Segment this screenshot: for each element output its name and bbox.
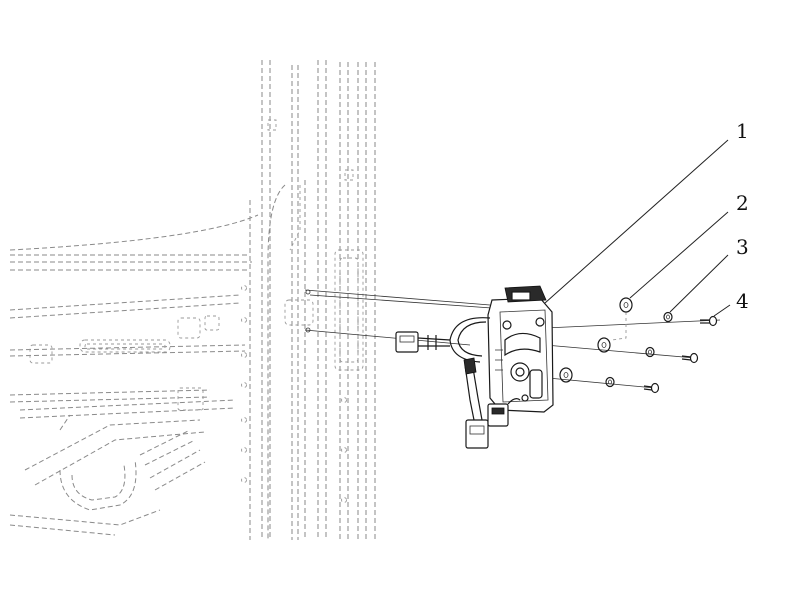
callout-3: 3 — [736, 235, 749, 259]
callout-4: 4 — [736, 289, 749, 313]
callout-1: 1 — [736, 119, 749, 143]
leader-lines — [544, 139, 731, 317]
alignment-axes — [304, 289, 721, 389]
fastener-set-upper — [619, 297, 718, 327]
fastener-set-lower — [559, 367, 660, 394]
wiring-connector — [395, 331, 451, 353]
door-latch-assembly — [449, 285, 554, 449]
door-inner-panel — [9, 60, 376, 540]
fastener-set-middle — [597, 337, 699, 364]
callout-2: 2 — [736, 191, 749, 215]
